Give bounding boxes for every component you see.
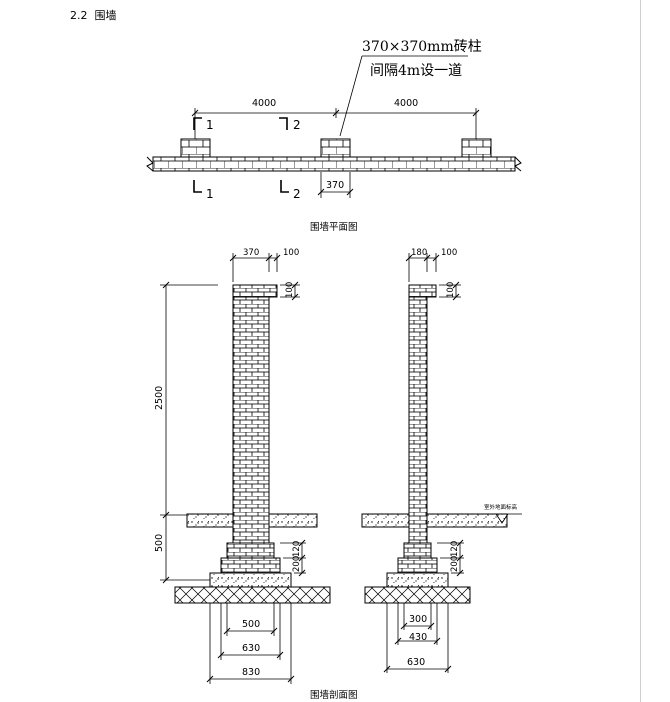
sec2-cushion <box>386 572 449 588</box>
section-2-2: 180 100 100 120 200 室外地面标高 <box>361 248 522 673</box>
sec2-coping-height-label: 100 <box>446 282 456 298</box>
cut-label-1-top: 1 <box>206 118 214 132</box>
plan-pier-3 <box>461 138 492 158</box>
plan-break-right <box>514 156 522 172</box>
section-number: 2.2 <box>70 9 88 22</box>
sec1-wall-height-label: 2500 <box>154 386 165 410</box>
sec1-step-height-upper: 120 <box>292 541 302 557</box>
section-heading: 2.2 围墙 <box>70 7 117 23</box>
ground-level-label: 室外地面标高 <box>484 503 518 511</box>
plan-break-left <box>146 156 154 172</box>
sec1-wall <box>232 284 270 544</box>
sec2-base-width-300: 300 <box>409 614 427 625</box>
sec1-coping <box>232 284 278 298</box>
sec1-base-width-500: 500 <box>242 619 260 630</box>
sec1-top-dim-coping: 100 <box>283 248 299 258</box>
section-caption: 围墙剖面图 <box>310 690 358 701</box>
sec2-step-upper <box>403 542 432 559</box>
sec1-step-height-lower: 200 <box>292 556 302 572</box>
plan-note-leader <box>339 55 363 137</box>
sec2-step-height-upper: 120 <box>450 541 460 557</box>
ground-level-symbol <box>495 513 509 524</box>
plan-span-right-label: 4000 <box>394 98 418 109</box>
sec2-base-width-630: 630 <box>407 657 425 668</box>
sec1-step-lower <box>220 557 281 574</box>
sec1-coping-height-label: 100 <box>285 282 295 298</box>
sec1-top-dim-wall: 370 <box>243 248 259 258</box>
sec2-wall <box>408 284 428 544</box>
sec2-base-width-430: 430 <box>409 632 427 643</box>
sec2-coping <box>408 284 437 298</box>
sec2-top-dim-coping: 100 <box>441 248 457 258</box>
cut-label-2-bottom: 2 <box>293 187 301 201</box>
plan-pier-2 <box>320 138 351 158</box>
cut-label-1-bottom: 1 <box>206 187 214 201</box>
sec1-footing <box>174 586 331 604</box>
sec2-ground-slab <box>361 513 508 528</box>
page-margin-rule <box>640 0 641 702</box>
plan-caption: 围墙平面图 <box>310 222 358 233</box>
plan-pier-width-label: 370 <box>326 180 344 191</box>
cut-label-2-top: 2 <box>293 118 301 132</box>
sec2-footing <box>364 586 471 604</box>
plan-span-left-label: 4000 <box>252 98 276 109</box>
sec1-below-grade-label: 500 <box>154 534 165 552</box>
sec1-base-width-630: 630 <box>242 643 260 654</box>
section-title: 围墙 <box>94 9 117 22</box>
sec2-step-height-lower: 200 <box>450 556 460 572</box>
sec2-step-lower <box>397 557 438 574</box>
sec1-cushion <box>209 572 292 588</box>
sec1-step-upper <box>226 542 275 559</box>
section-1-1: 370 100 100 2500 500 120 200 <box>154 248 331 684</box>
plan-wall <box>152 156 516 172</box>
plan-note-line2: 间隔4m设一道 <box>370 63 462 79</box>
plan-note-line1: 370×370mm砖柱 <box>362 39 482 55</box>
sec1-base-width-830: 830 <box>242 667 260 678</box>
plan-view: 4000 4000 370×370mm砖柱 间隔4m设一道 1 2 1 2 37… <box>146 39 522 201</box>
sec2-top-dim-wall: 180 <box>411 248 427 258</box>
plan-pier-1 <box>180 138 211 158</box>
